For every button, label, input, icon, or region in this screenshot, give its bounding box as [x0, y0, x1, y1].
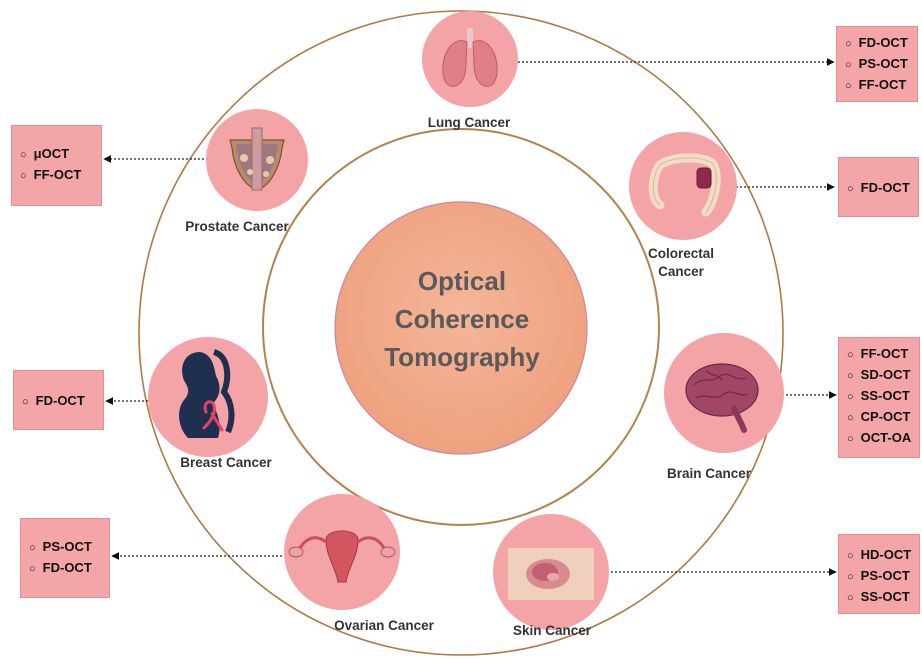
technique-item: PS-OCT	[847, 566, 915, 587]
brain-node	[664, 333, 784, 453]
prostate-caption: Prostate Cancer	[172, 218, 302, 236]
technique-item: HD-OCT	[847, 545, 915, 566]
technique-item: OCT-OA	[847, 428, 915, 449]
center-title-line: Coherence	[352, 300, 572, 338]
skin-techniques-box: HD-OCT PS-OCT SS-OCT	[838, 534, 920, 614]
technique-item: SD-OCT	[847, 365, 915, 386]
technique-item: PS-OCT	[29, 537, 105, 558]
colorectal-caption-line: Colorectal	[636, 245, 726, 263]
technique-item: FF-OCT	[20, 165, 97, 186]
technique-item: FD-OCT	[847, 178, 914, 199]
brain-techniques-box: FF-OCT SD-OCT SS-OCT CP-OCT OCT-OA	[838, 337, 920, 458]
technique-item: SS-OCT	[847, 386, 915, 407]
center-title-line: Tomography	[352, 338, 572, 376]
center-title: Optical Coherence Tomography	[352, 262, 572, 376]
ovarian-techniques-box: PS-OCT FD-OCT	[20, 518, 110, 598]
technique-item: FF-OCT	[847, 344, 915, 365]
technique-item: CP-OCT	[847, 407, 915, 428]
colorectal-caption: Colorectal Cancer	[636, 245, 726, 281]
skin-caption: Skin Cancer	[487, 622, 617, 640]
lung-caption: Lung Cancer	[404, 114, 534, 132]
lung-techniques-box: FD-OCT PS-OCT FF-OCT	[836, 26, 918, 102]
skin-node	[493, 514, 609, 630]
skin-lesion-icon	[508, 548, 594, 600]
ovarian-node	[284, 494, 400, 610]
technique-item: μOCT	[20, 144, 97, 165]
technique-item: SS-OCT	[847, 587, 915, 608]
technique-item: FD-OCT	[29, 558, 105, 579]
colorectal-techniques-box: FD-OCT	[838, 157, 919, 217]
colorectal-node	[629, 132, 737, 240]
technique-item: FD-OCT	[22, 391, 99, 412]
colorectal-caption-line: Cancer	[636, 263, 726, 281]
prostate-node	[206, 109, 308, 211]
technique-item: FD-OCT	[845, 33, 913, 54]
technique-item: PS-OCT	[845, 54, 913, 75]
ovarian-caption: Ovarian Cancer	[319, 617, 449, 635]
breast-techniques-box: FD-OCT	[13, 370, 104, 430]
technique-item: FF-OCT	[845, 75, 913, 96]
center-title-line: Optical	[352, 262, 572, 300]
brain-caption: Brain Cancer	[644, 465, 774, 483]
breast-caption: Breast Cancer	[161, 454, 291, 472]
breast-node	[148, 337, 268, 457]
prostate-techniques-box: μOCT FF-OCT	[11, 125, 102, 206]
lung-node	[422, 11, 518, 107]
